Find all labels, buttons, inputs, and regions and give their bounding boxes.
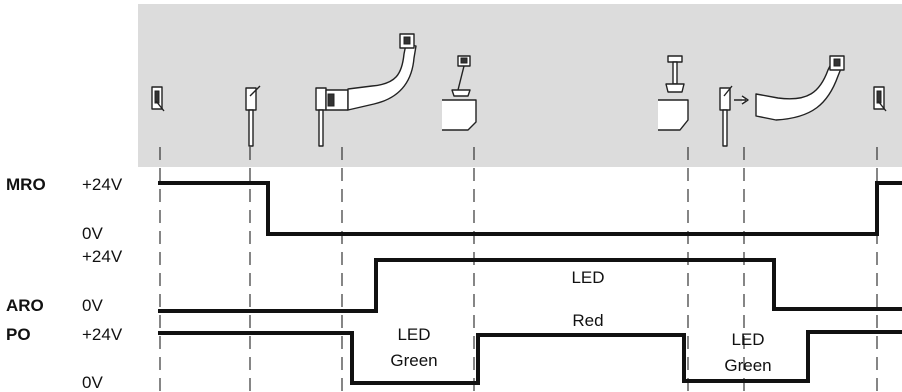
aro-high-level: +24V (82, 247, 123, 266)
po-low-level: 0V (82, 373, 103, 392)
block-pressed-icon (658, 55, 689, 131)
switch-disconnect-cable-icon (719, 55, 845, 147)
switch-on-icon (245, 85, 261, 147)
po-waveform (158, 330, 902, 385)
mro-waveform (158, 181, 902, 236)
signal-name-mro: MRO (6, 175, 46, 194)
led-green-right-label-top: LED (731, 330, 764, 349)
switch-off-icon (873, 86, 887, 112)
signal-name-po: PO (6, 325, 31, 344)
aro-low-level: 0V (82, 296, 103, 315)
po-high-level: +24V (82, 325, 123, 344)
led-green-left-label-bottom: Green (390, 351, 437, 370)
switch-with-connector-cable-icon (315, 33, 417, 147)
led-green-right-label-bottom: Green (724, 356, 771, 375)
led-red-label-bottom: Red (572, 311, 603, 330)
signal-name-aro: ARO (6, 296, 44, 315)
block-pressed-icon (442, 55, 477, 131)
led-green-left-label-top: LED (397, 325, 430, 344)
illustration-band (138, 4, 902, 167)
switch-off-icon (151, 86, 165, 112)
mro-high-level: +24V (82, 175, 123, 194)
mro-low-level: 0V (82, 224, 103, 243)
led-red-label-top: LED (571, 268, 604, 287)
aro-waveform (158, 258, 902, 313)
